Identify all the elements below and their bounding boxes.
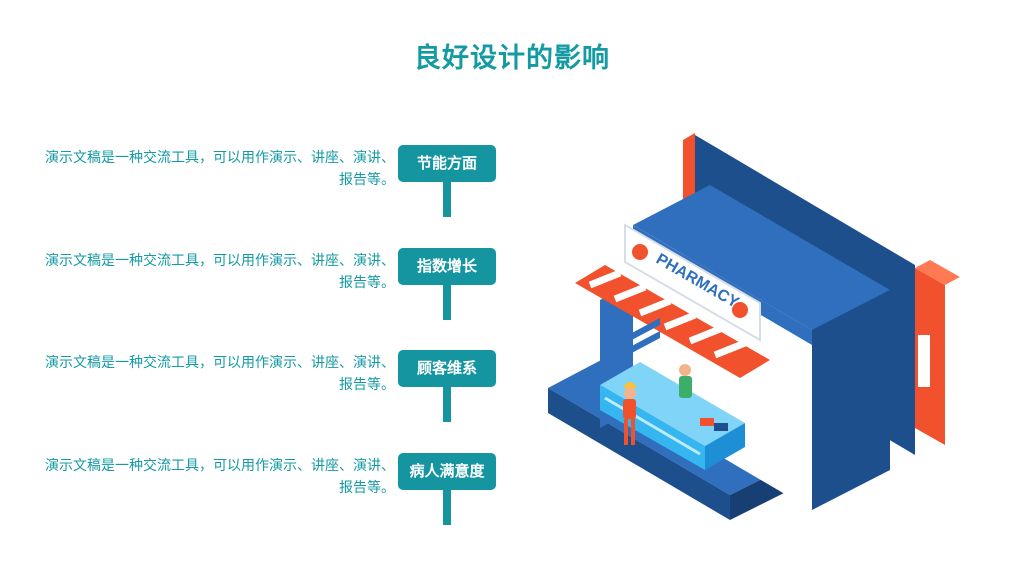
slide-title: 良好设计的影响 (414, 43, 610, 74)
feature-item: 演示文稿是一种交流工具，可以用作演示、讲座、演讲、报告等。 病人满意度 (0, 453, 520, 543)
pharmacy-sign (624, 223, 761, 342)
right-pillar-top (915, 260, 960, 285)
feature-description: 演示文稿是一种交流工具，可以用作演示、讲座、演讲、报告等。 (45, 150, 395, 188)
feature-label: 病人满意度 (398, 453, 496, 490)
sign-post (443, 182, 451, 217)
sign-post (443, 285, 451, 320)
base-platform-front (548, 388, 730, 520)
feature-description: 演示文稿是一种交流工具，可以用作演示、讲座、演讲、报告等。 (45, 253, 395, 291)
store-right-wall (812, 290, 890, 510)
feature-item: 演示文稿是一种交流工具，可以用作演示、讲座、演讲、报告等。 顾客维系 (0, 350, 520, 440)
customer-body (623, 399, 636, 419)
pharmacy-caduceus-icon (632, 244, 648, 260)
pharmacist-head (679, 364, 691, 376)
pharmacy-caduceus-icon (732, 302, 748, 318)
store-roof (633, 185, 890, 330)
pharmacy-illustration: PHARMACY (548, 133, 960, 520)
feature-label: 顾客维系 (398, 350, 496, 387)
sign-post (443, 490, 451, 525)
counter-side (705, 423, 745, 470)
customer-head (624, 387, 636, 399)
feature-description: 演示文稿是一种交流工具，可以用作演示、讲座、演讲、报告等。 (45, 458, 395, 496)
feature-label: 指数增长 (398, 248, 496, 285)
door-window (918, 335, 930, 387)
feature-label: 节能方面 (398, 145, 496, 182)
pharmacist-body (679, 376, 692, 398)
feature-description: 演示文稿是一种交流工具，可以用作演示、讲座、演讲、报告等。 (45, 355, 395, 393)
feature-item: 演示文稿是一种交流工具，可以用作演示、讲座、演讲、报告等。 指数增长 (0, 248, 520, 338)
sign-post (443, 387, 451, 422)
feature-item: 演示文稿是一种交流工具，可以用作演示、讲座、演讲、报告等。 节能方面 (0, 145, 520, 235)
